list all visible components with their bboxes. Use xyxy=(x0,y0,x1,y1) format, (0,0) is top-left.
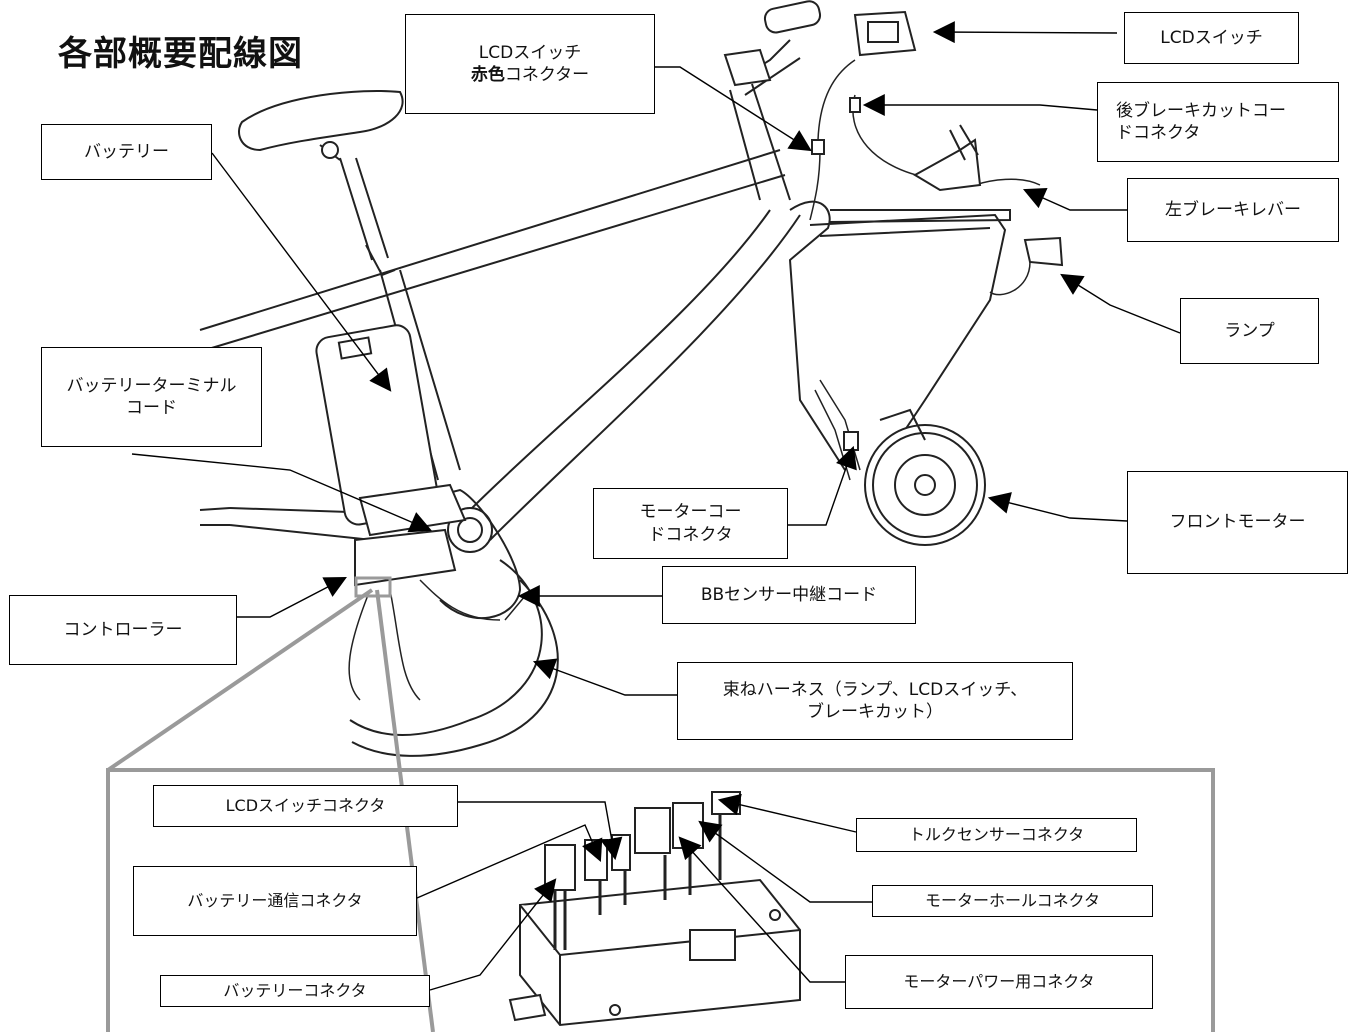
label-battery-terminal-cord: バッテリーターミナルコード xyxy=(41,347,262,447)
label-bb-sensor-relay-cord: BBセンサー中継コード xyxy=(662,566,916,624)
label-front-motor: フロントモーター xyxy=(1127,471,1348,574)
label-motor-cord-connector: モーターコードコネクタ xyxy=(593,488,788,559)
label-lcd-switch-red-connector-line2: 赤色コネクター xyxy=(471,64,589,86)
red-word: 赤色 xyxy=(470,65,505,85)
label-lcd-switch: LCDスイッチ xyxy=(1124,12,1299,64)
label-battery-connector: バッテリーコネクタ xyxy=(160,975,430,1007)
label-bundled-harness: 束ねハーネス（ランプ、LCDスイッチ、ブレーキカット） xyxy=(677,662,1073,740)
label-lamp: ランプ xyxy=(1180,298,1319,364)
controller-closeup xyxy=(508,791,801,1027)
label-rear-brake-cut-connector: 後ブレーキカットコードコネクタ xyxy=(1097,82,1339,162)
label-battery-comm-connector: バッテリー通信コネクタ xyxy=(133,866,417,936)
inset-zoom-line-left xyxy=(106,588,374,772)
label-lcd-switch-red-connector-line1: LCDスイッチ xyxy=(478,42,582,63)
connector-word: コネクター xyxy=(504,65,590,85)
label-torque-sensor-connector: トルクセンサーコネクタ xyxy=(856,818,1137,852)
label-lcd-switch-connector: LCDスイッチコネクタ xyxy=(153,785,458,827)
label-lcd-switch-red-connector: LCDスイッチ 赤色コネクター xyxy=(405,14,655,114)
bicycle-frame xyxy=(199,0,1064,757)
label-left-brake-lever: 左ブレーキレバー xyxy=(1127,178,1339,242)
page-title: 各部概要配線図 xyxy=(58,34,303,74)
inset-frame xyxy=(106,768,1215,1032)
label-controller: コントローラー xyxy=(9,595,237,665)
label-battery: バッテリー xyxy=(41,124,212,180)
label-motor-power-connector: モーターパワー用コネクタ xyxy=(845,955,1153,1009)
leader-lines xyxy=(131,21,1181,991)
label-motor-hall-connector: モーターホールコネクタ xyxy=(872,885,1153,917)
